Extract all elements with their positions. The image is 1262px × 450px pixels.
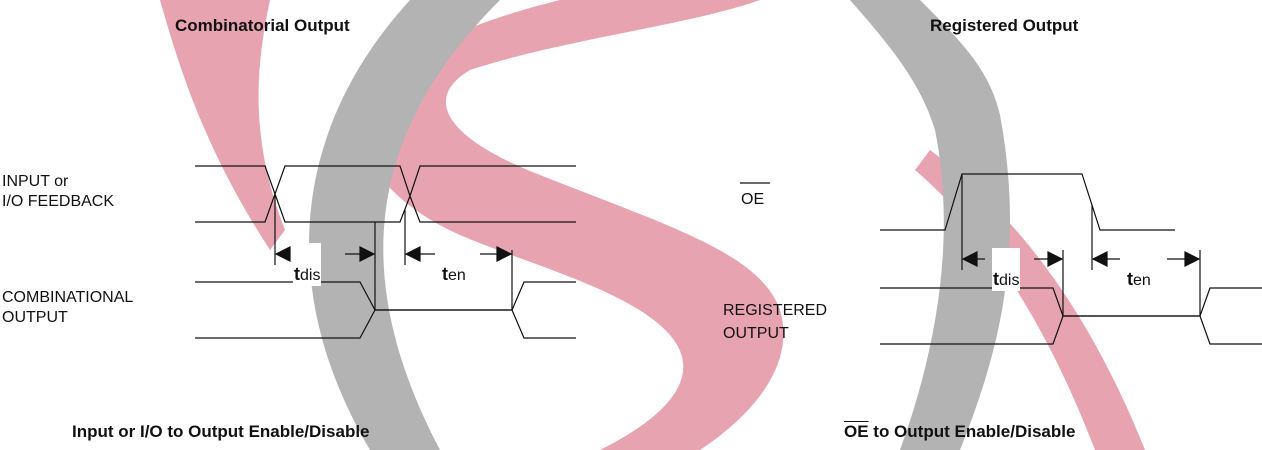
watermark-red-s <box>362 0 784 450</box>
right-title: Registered Output <box>930 16 1079 35</box>
right-tdis-sub: dis <box>999 272 1020 289</box>
left-title: Combinatorial Output <box>175 16 350 35</box>
left-timing-diagram <box>195 165 576 339</box>
watermark-red-swoosh-left <box>160 0 285 250</box>
registered-output-label: REGISTERED OUTPUT <box>723 302 828 343</box>
left-tdis-t: t <box>294 264 300 284</box>
right-marker-lines <box>961 174 1201 316</box>
right-ten-label: ten <box>1126 248 1152 291</box>
oe-label: OE <box>741 191 765 208</box>
watermark-gray-arc-right <box>850 0 1011 450</box>
right-caption-oe: OE <box>844 422 869 441</box>
left-caption: Input or I/O to Output Enable/Disable <box>72 422 370 441</box>
input-io-feedback-label: INPUT or I/O FEEDBACK <box>2 173 115 210</box>
right-caption-rest: to Output Enable/Disable <box>868 422 1076 441</box>
combinational-output-label: COMBINATIONAL OUTPUT <box>2 289 134 326</box>
right-ten-t: t <box>1127 269 1133 289</box>
left-tdis-arrows <box>274 246 376 262</box>
right-ten-sub: en <box>1133 272 1151 289</box>
left-marker-lines <box>274 194 513 310</box>
left-ten-label: ten <box>441 243 467 286</box>
left-ten-sub: en <box>448 267 466 284</box>
right-tdis-t: t <box>993 269 999 289</box>
left-ten-t: t <box>442 264 448 284</box>
watermark-logo <box>160 0 1145 450</box>
right-timing-diagram <box>740 173 1262 345</box>
left-tdis-sub: dis <box>300 267 321 284</box>
input-waveform <box>195 165 576 223</box>
right-tdis-label: tdis <box>992 248 1021 291</box>
left-ten-arrows <box>404 246 513 262</box>
registered-output-waveform <box>880 287 1262 345</box>
left-tdis-label: tdis <box>293 243 322 286</box>
combinational-output-waveform <box>195 281 576 339</box>
right-tdis-arrows <box>961 251 1064 267</box>
right-caption: OE to Output Enable/Disable <box>844 422 1075 442</box>
right-ten-arrows <box>1091 251 1201 267</box>
oe-waveform <box>880 173 1175 231</box>
